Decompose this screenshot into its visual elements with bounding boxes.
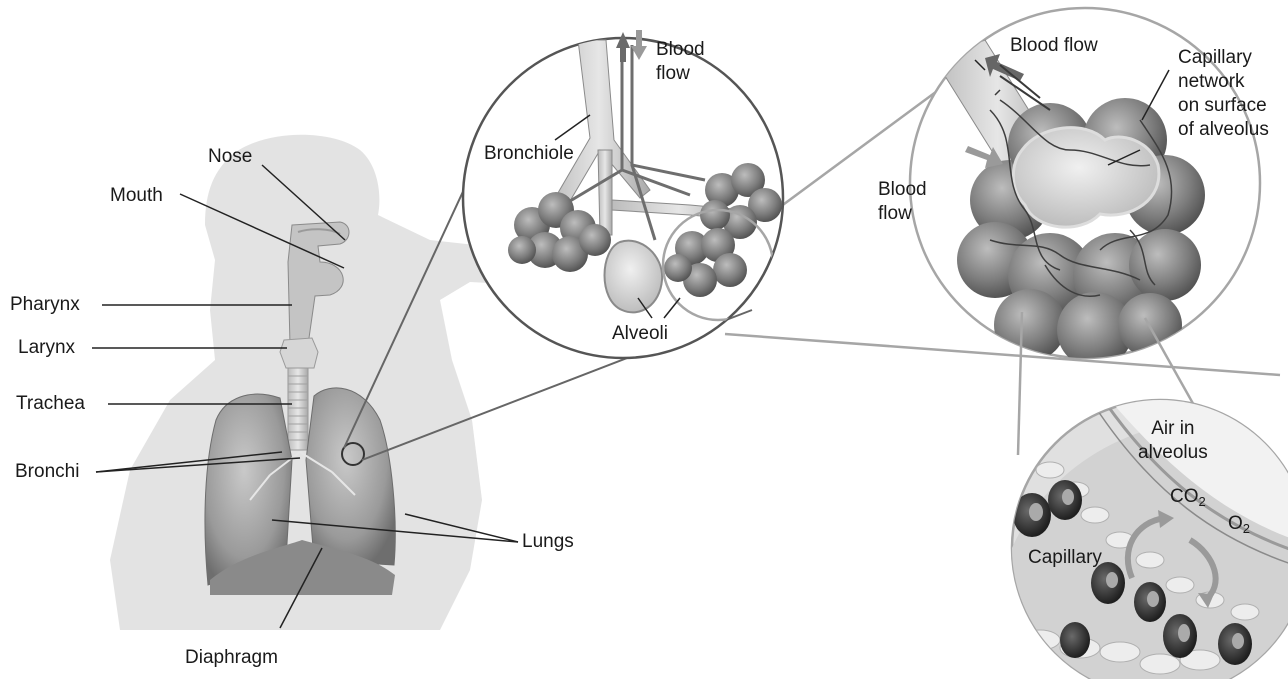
label-mouth: Mouth	[110, 184, 163, 208]
label-larynx: Larynx	[18, 336, 75, 360]
label-pharynx: Pharynx	[10, 293, 80, 317]
label-air-in-alveolus: Air in alveolus	[1138, 417, 1208, 465]
label-blood-flow-top: Blood flow	[1010, 34, 1098, 58]
label-blood-flow-left: Blood flow	[878, 178, 927, 226]
label-trachea: Trachea	[16, 392, 85, 416]
label-diaphragm: Diaphragm	[185, 646, 278, 670]
label-alveoli: Alveoli	[612, 322, 668, 346]
label-bronchi: Bronchi	[15, 460, 79, 484]
label-co2: CO2	[1170, 485, 1206, 510]
label-bronchiole: Bronchiole	[484, 142, 574, 166]
label-nose: Nose	[208, 145, 252, 169]
label-capillary: Capillary	[1028, 546, 1102, 570]
label-o2: O2	[1228, 512, 1250, 537]
larynx-shape	[280, 338, 318, 368]
label-capillary-network: Capillary network on surface of alveolus	[1178, 46, 1269, 142]
label-blood-flow-middle: Blood flow	[656, 38, 705, 86]
trachea-shape	[288, 368, 308, 450]
label-lungs: Lungs	[522, 530, 574, 554]
